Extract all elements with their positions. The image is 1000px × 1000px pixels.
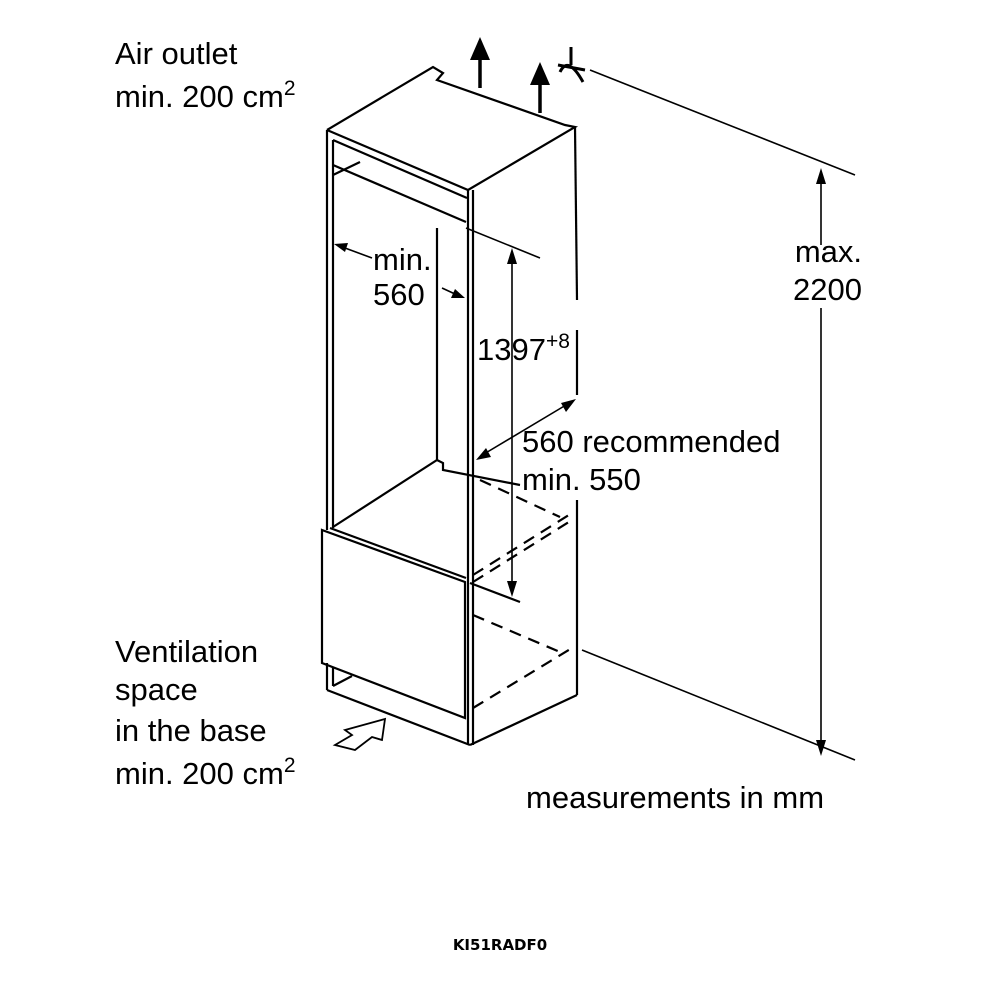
inlet-arrow: [332, 717, 387, 751]
vent-label-line3: in the base: [115, 713, 267, 748]
air-outlet-area: min. 200 cm2: [115, 77, 296, 114]
max-height-label-line1: max.: [795, 234, 862, 269]
no-block-symbol: [557, 47, 586, 83]
height-label: 1397+8: [477, 330, 570, 367]
width-label-line2: 560: [373, 277, 425, 312]
height-tolerance: +8: [546, 330, 570, 353]
vent-label-line2: space: [115, 672, 198, 707]
cabinet-drawing: [320, 65, 579, 747]
max-height-label-line2: 2200: [793, 272, 862, 307]
vent-label-line4: min. 200 cm2: [115, 754, 296, 791]
air-outlet-label: Air outlet: [115, 36, 238, 71]
text-labels: Air outlet min. 200 cm2 min. 560 1397+8 …: [115, 36, 862, 954]
model-number: KI51RADF0: [453, 936, 547, 954]
air-outlet-area-text: min. 200 cm: [115, 79, 284, 114]
vent-superscript: 2: [284, 754, 296, 777]
height-value: 1397: [477, 332, 546, 367]
units-label: measurements in mm: [526, 780, 824, 815]
dimension-lines: [334, 69, 856, 761]
depth-label-line2: min. 550: [522, 462, 641, 497]
depth-label-line1: 560 recommended: [522, 424, 781, 459]
air-outlet-superscript: 2: [284, 77, 296, 100]
vent-area-text: min. 200 cm: [115, 756, 284, 791]
vent-label-line1: Ventilation: [115, 634, 258, 669]
air-outlet-arrows: [470, 37, 586, 113]
width-label-line1: min.: [373, 242, 432, 277]
